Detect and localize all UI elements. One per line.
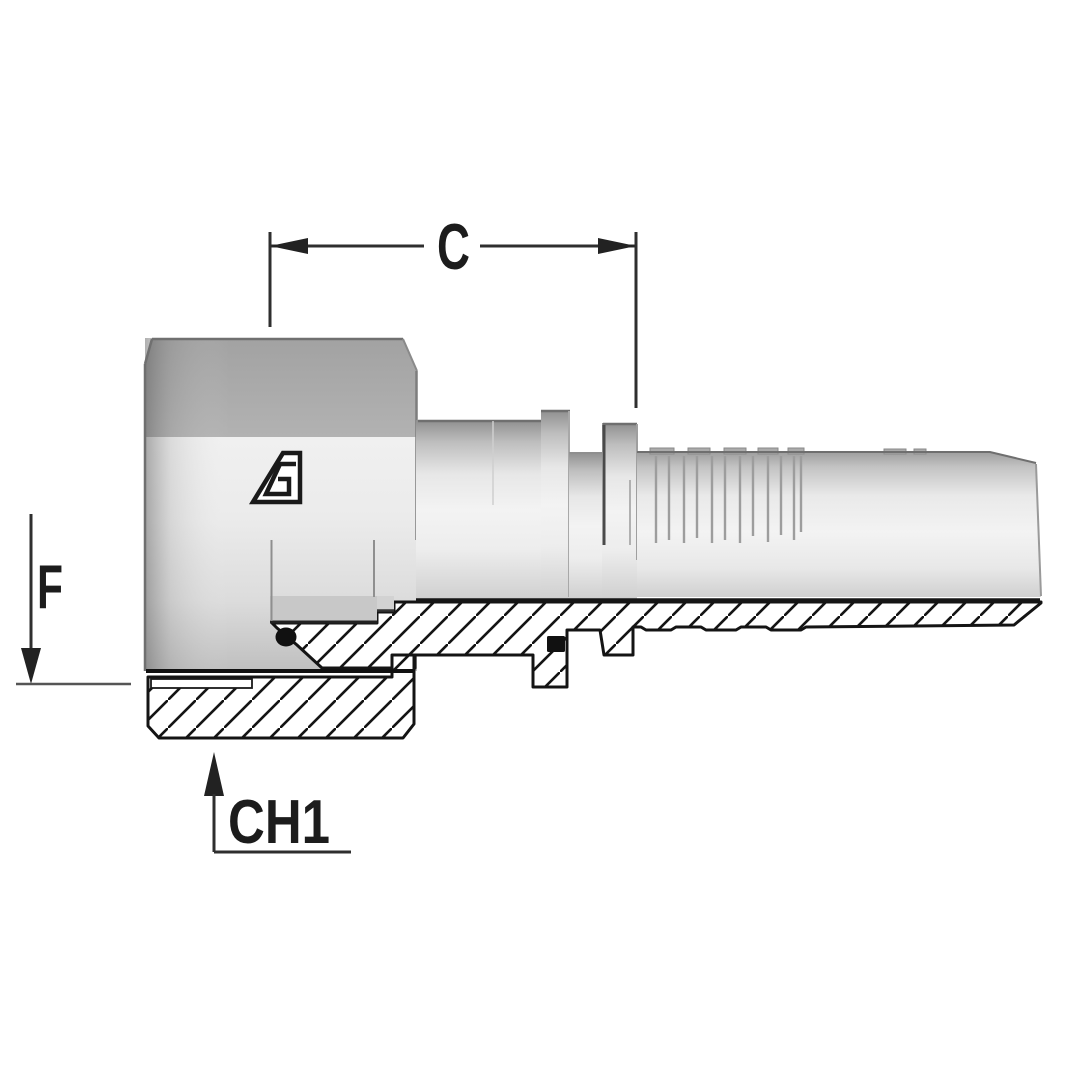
dimension-c-label: C <box>437 210 470 283</box>
tail-end-edge <box>1035 463 1042 597</box>
seal-square <box>547 636 565 652</box>
dimension-f: F <box>16 514 131 686</box>
tail-serration-lines <box>654 456 803 543</box>
dimension-c-arrow-left <box>270 238 308 254</box>
fitting-exterior <box>143 337 1042 671</box>
hose-tail <box>637 452 1041 597</box>
dimension-c: C <box>268 210 638 408</box>
interior-details <box>248 450 565 652</box>
thread-relief-strip <box>150 678 253 689</box>
brand-logo <box>248 450 303 505</box>
o-ring-seal <box>275 627 297 647</box>
nut-top-right-bevel <box>402 338 418 372</box>
nut-top-left-bevel <box>143 338 154 365</box>
dimension-f-arrow <box>21 648 41 684</box>
ch1-arrow <box>204 752 224 796</box>
dimension-f-label: F <box>37 553 63 622</box>
nipple-shoulder-step <box>377 596 394 611</box>
ch1-label: CH1 <box>228 788 330 857</box>
nut-left-shading <box>145 338 230 671</box>
dimension-c-arrow-right <box>598 238 636 254</box>
tail-top-edge <box>637 451 1037 464</box>
collar-groove <box>569 452 603 600</box>
cross-section <box>146 598 1043 740</box>
leader-ch1: CH1 <box>204 752 351 857</box>
hose-stop-collar-2 <box>602 423 637 600</box>
nipple-shaft <box>416 420 542 600</box>
section-hatch-strip <box>270 600 1043 689</box>
nipple-shoulder <box>270 596 377 623</box>
hose-stop-collar-1 <box>541 410 570 600</box>
